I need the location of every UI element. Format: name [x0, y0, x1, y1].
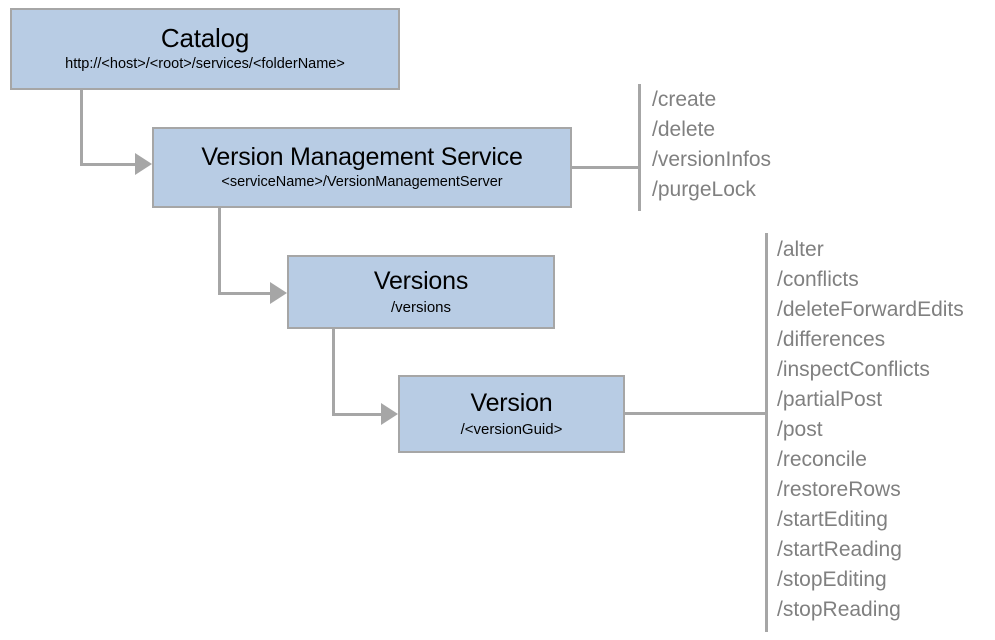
- connector-versions-to-version-horizontal: [332, 413, 382, 416]
- arrowhead-to-service-icon: [135, 153, 152, 175]
- operations-rail-service: [638, 84, 641, 211]
- connector-service-to-operations: [572, 166, 640, 169]
- operation-item[interactable]: /delete: [652, 118, 716, 141]
- operation-item[interactable]: /stopReading: [777, 598, 901, 621]
- node-version-management-service-title: Version Management Service: [201, 143, 523, 172]
- operation-item[interactable]: /partialPost: [777, 388, 883, 411]
- operation-item[interactable]: /post: [777, 418, 823, 441]
- node-version-management-service-subtitle: <serviceName>/VersionManagementServer: [221, 174, 503, 191]
- operation-item[interactable]: /reconcile: [777, 448, 867, 471]
- operation-item[interactable]: /conflicts: [777, 268, 859, 291]
- operation-item[interactable]: /versionInfos: [652, 148, 772, 171]
- operation-item[interactable]: /differences: [777, 328, 886, 351]
- node-catalog-title: Catalog: [160, 23, 250, 54]
- operation-item[interactable]: /startEditing: [777, 508, 888, 531]
- operations-list-service: /create /delete /versionInfos /purgeLock: [652, 85, 771, 205]
- node-catalog[interactable]: Catalog http://<host>/<root>/services/<f…: [10, 8, 400, 90]
- arrowhead-to-version-icon: [381, 403, 398, 425]
- operation-item[interactable]: /alter: [777, 238, 824, 261]
- operations-rail-version: [765, 233, 768, 632]
- connector-service-to-versions-vertical: [218, 208, 221, 292]
- connector-catalog-to-service-vertical: [80, 88, 83, 163]
- node-version-management-service[interactable]: Version Management Service <serviceName>…: [152, 127, 572, 208]
- arrowhead-to-versions-icon: [270, 282, 287, 304]
- operation-item[interactable]: /inspectConflicts: [777, 358, 930, 381]
- operation-item[interactable]: /deleteForwardEdits: [777, 298, 964, 321]
- node-versions-subtitle: /versions: [390, 298, 452, 316]
- connector-versions-to-version-vertical: [332, 329, 335, 413]
- node-catalog-subtitle: http://<host>/<root>/services/<folderNam…: [65, 56, 345, 73]
- connector-service-to-versions-horizontal: [218, 292, 271, 295]
- operation-item[interactable]: /restoreRows: [777, 478, 901, 501]
- operation-item[interactable]: /startReading: [777, 538, 902, 561]
- connector-catalog-to-service-horizontal: [80, 163, 136, 166]
- node-version-subtitle: /<versionGuid>: [460, 420, 563, 438]
- operations-list-version: /alter /conflicts /deleteForwardEdits /d…: [777, 235, 964, 625]
- node-versions-title: Versions: [373, 267, 469, 296]
- connector-version-to-operations: [625, 412, 767, 415]
- operation-item[interactable]: /create: [652, 88, 717, 111]
- node-version[interactable]: Version /<versionGuid>: [398, 375, 625, 453]
- node-version-title: Version: [470, 389, 553, 418]
- operation-item[interactable]: /purgeLock: [652, 178, 756, 201]
- operation-item[interactable]: /stopEditing: [777, 568, 887, 591]
- node-versions[interactable]: Versions /versions: [287, 255, 555, 329]
